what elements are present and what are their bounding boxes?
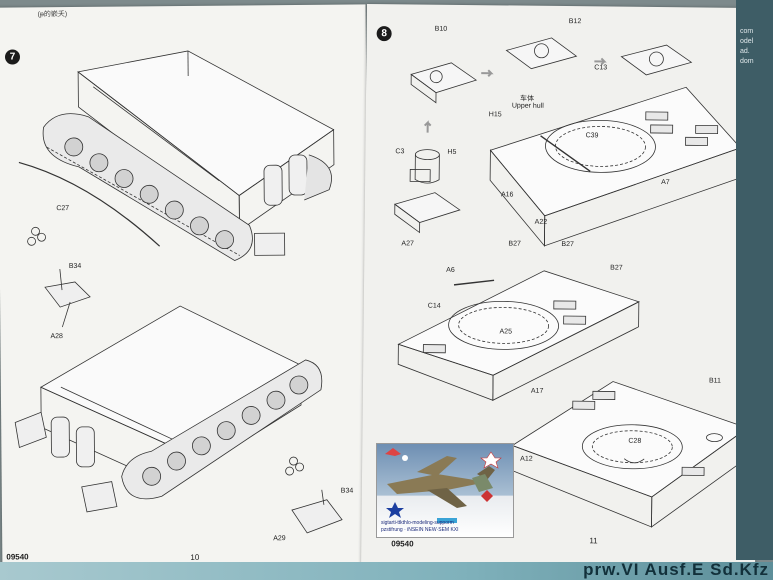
page-number: 10: [190, 552, 200, 562]
part-label: B27: [610, 264, 623, 272]
part-label: C3: [395, 148, 405, 156]
hull-tracks-drawing-bottom: [14, 305, 343, 534]
part-label: B12: [568, 18, 582, 26]
inset-caption-line: sigtarti-ttkthlo-modeling-supporm: [381, 520, 454, 526]
box-title-text: prw.VI Ausf.E Sd.Kfz: [583, 560, 769, 579]
part-label: A16: [500, 191, 514, 199]
hull-tracks-drawing-top: [18, 50, 335, 328]
box-side-text: ad.: [740, 48, 750, 55]
part-label: C14: [427, 302, 441, 310]
part-label: A7: [661, 179, 670, 187]
jet-aircraft-image: [385, 448, 502, 523]
upper-hull-label: Upper hull: [511, 102, 544, 110]
inset-aircraft-photo: sigtarti-ttkthlo-modeling-supporm pzstif…: [376, 443, 514, 538]
part-label: A6: [446, 266, 455, 274]
instruction-page-left: (ᵽ的嵌夭) 7: [0, 4, 371, 570]
part-label: B27: [561, 241, 574, 249]
part-label: A25: [499, 328, 513, 336]
box-side-text: odel: [740, 38, 754, 45]
part-label: B34: [340, 487, 354, 495]
part-label: A27: [401, 240, 414, 248]
part-label: A22: [534, 218, 548, 226]
page-number: 11: [589, 536, 598, 546]
part-label: C27: [56, 204, 70, 213]
part-label: A29: [273, 535, 286, 543]
part-label: B27: [508, 240, 521, 248]
catalog-number: 09540: [391, 539, 414, 549]
part-label: B34: [68, 262, 82, 271]
part-label: B10: [434, 25, 448, 33]
inset-caption-line: pzstifrung · iNSEIN NEW·SEM KXI: [381, 527, 459, 533]
model-box-side: com odel ad. dom: [736, 0, 773, 560]
part-label: C13: [594, 64, 608, 72]
model-box-bottom: prw.VI Ausf.E Sd.Kfz: [0, 560, 773, 580]
part-label: C28: [628, 437, 642, 445]
part-label: A28: [50, 333, 63, 341]
catalog-number: 09540: [6, 552, 29, 562]
box-side-text: dom: [740, 58, 754, 65]
part-label: A12: [520, 455, 533, 463]
part-label: H5: [447, 148, 457, 156]
box-side-text: com: [740, 28, 754, 35]
part-label: H15: [488, 111, 502, 119]
part-label: A17: [530, 387, 544, 395]
part-label: B11: [708, 377, 721, 385]
part-label: C39: [585, 132, 599, 140]
